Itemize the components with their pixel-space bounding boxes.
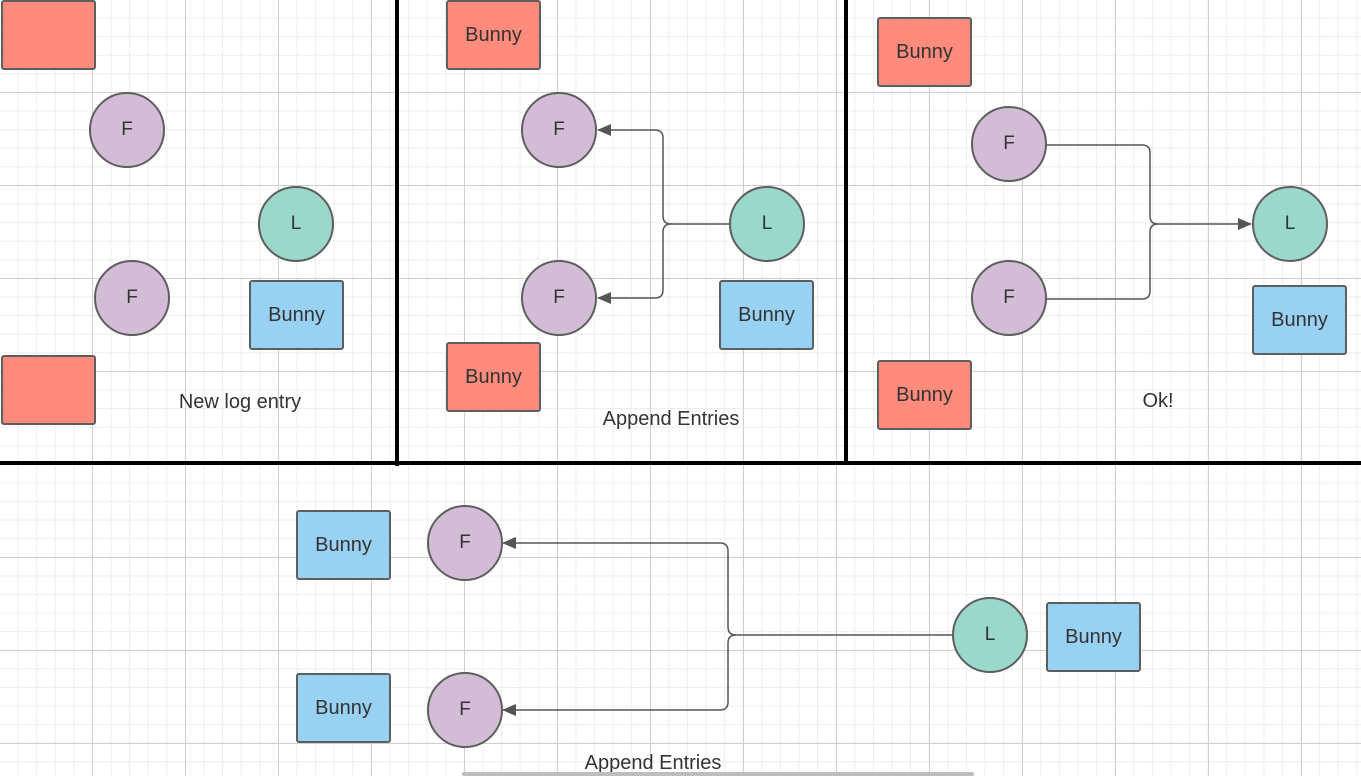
panel-4-leader-trunk — [502, 537, 952, 636]
leader-node: L — [1252, 186, 1328, 262]
follower-node: F — [521, 260, 597, 336]
log-entry-box: Bunny — [296, 673, 391, 743]
panel-caption: Ok! — [1142, 390, 1174, 412]
follower-node: F — [427, 505, 503, 581]
log-entry-box: Bunny — [296, 510, 391, 580]
panel-2-leader-branch — [597, 223, 672, 304]
log-entry-box: Bunny — [446, 0, 541, 70]
panel-2-leader-trunk — [597, 124, 729, 225]
follower-node: F — [427, 672, 503, 748]
panel-3-ok-connector — [1046, 144, 1252, 300]
log-entry-box: Bunny — [877, 17, 972, 87]
leader-node: L — [952, 597, 1028, 673]
log-entry-box: Bunny — [1252, 285, 1347, 355]
follower-node: F — [89, 92, 165, 168]
follower-node: F — [94, 260, 170, 336]
panel-divider-1 — [395, 0, 399, 466]
log-entry-box: Bunny — [1046, 602, 1141, 672]
panel-caption: Append Entries — [584, 752, 722, 774]
panel-caption: Append Entries — [602, 408, 740, 430]
panel-3-follower-top-line — [1046, 144, 1252, 230]
follower-node: F — [521, 92, 597, 168]
log-entry-box: Bunny — [446, 342, 541, 412]
panel-4-leader-branch — [502, 634, 737, 716]
follower-node: F — [971, 260, 1047, 336]
log-entry-box: Bunny — [719, 280, 814, 350]
panel-divider-2 — [844, 0, 848, 463]
panel-2-append-connector — [597, 124, 729, 304]
log-entry-box — [1, 355, 96, 425]
panel-3-follower-bottom-line — [1046, 223, 1159, 300]
panel-caption: New log entry — [178, 391, 302, 413]
horizontal-scrollbar[interactable] — [462, 772, 974, 776]
log-entry-box — [1, 0, 96, 70]
log-entry-box: Bunny — [877, 360, 972, 430]
leader-node: L — [258, 186, 334, 262]
panel-4-append-connector — [502, 537, 952, 716]
follower-node: F — [971, 106, 1047, 182]
row-divider — [0, 461, 1361, 465]
leader-node: L — [729, 186, 805, 262]
log-entry-box: Bunny — [249, 280, 344, 350]
